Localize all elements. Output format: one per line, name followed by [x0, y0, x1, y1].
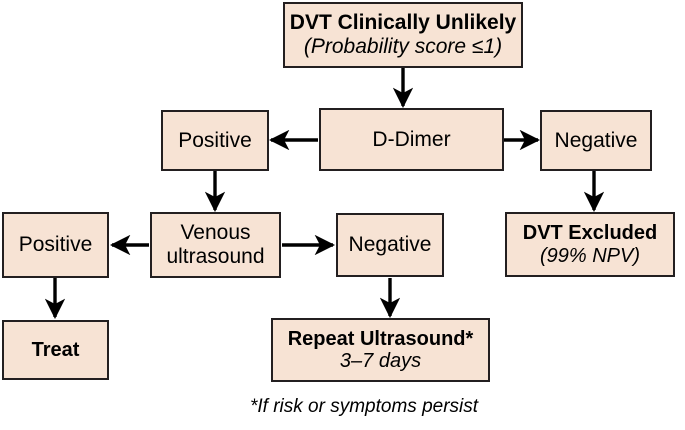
- dvt-clinically-unlikely-title: DVT Clinically Unlikely: [289, 11, 517, 35]
- treat-label: Treat: [31, 338, 80, 361]
- dvt-excluded-title: DVT Excluded: [522, 222, 658, 245]
- d-dimer-label: D-Dimer: [372, 127, 451, 151]
- dvt-clinically-unlikely-box[interactable]: DVT Clinically Unlikely (Probability sco…: [283, 2, 523, 68]
- venous-ultrasound-label-line2: ultrasound: [166, 245, 265, 268]
- repeat-ultrasound-title: Repeat Ultrasound*: [287, 327, 474, 350]
- repeat-ultrasound-box[interactable]: Repeat Ultrasound* 3–7 days: [271, 318, 490, 382]
- negative-ultrasound-box[interactable]: Negative: [336, 213, 444, 277]
- dvt-excluded-box[interactable]: DVT Excluded (99% NPV): [505, 212, 675, 277]
- treat-box[interactable]: Treat: [2, 320, 109, 380]
- positive-ultrasound-box[interactable]: Positive: [2, 212, 109, 278]
- footnote-text: *If risk or symptoms persist: [250, 396, 479, 417]
- negative-ultrasound-label: Negative: [348, 233, 432, 257]
- dvt-clinically-unlikely-subtitle: (Probability score ≤1): [303, 35, 503, 58]
- d-dimer-box[interactable]: D-Dimer: [319, 108, 504, 171]
- repeat-ultrasound-subtitle: 3–7 days: [339, 350, 422, 372]
- positive-ultrasound-label: Positive: [18, 233, 93, 257]
- negative-ddimer-label: Negative: [554, 128, 638, 152]
- positive-ddimer-box[interactable]: Positive: [161, 110, 269, 171]
- dvt-excluded-subtitle: (99% NPV): [539, 244, 641, 267]
- positive-ddimer-label: Positive: [178, 128, 252, 152]
- venous-ultrasound-label-line1: Venous: [180, 221, 251, 245]
- negative-ddimer-box[interactable]: Negative: [540, 110, 652, 171]
- venous-ultrasound-box[interactable]: Venous ultrasound: [150, 212, 281, 278]
